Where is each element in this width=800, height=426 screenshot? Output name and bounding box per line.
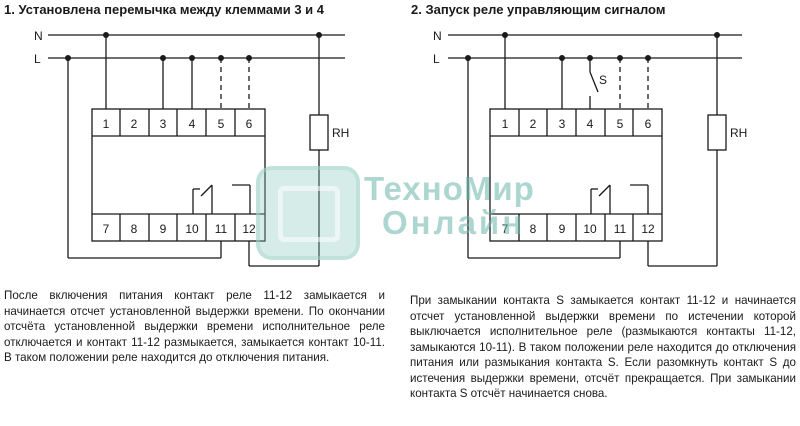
d2-terminal-4: 4 [587, 117, 594, 131]
diagram-2-title: 2. Запуск реле управляющим сигналом [411, 2, 666, 17]
watermark-line-2: Онлайн [382, 204, 526, 241]
d2-terminal-10: 10 [583, 222, 597, 236]
diagram-1-n-label: N [34, 29, 43, 43]
diagram-2-n-label: N [433, 29, 442, 43]
d1-terminal-6: 6 [246, 117, 253, 131]
d2-terminal-9: 9 [559, 222, 566, 236]
d1-terminal-2: 2 [131, 117, 138, 131]
d1-terminal-3: 3 [160, 117, 167, 131]
d1-terminal-1: 1 [103, 117, 110, 131]
d2-terminal-6: 6 [645, 117, 652, 131]
watermark: ТехноМир Онлайн [256, 160, 546, 260]
d1-terminal-5: 5 [218, 117, 225, 131]
diagram-1-title: 1. Установлена перемычка между клеммами … [4, 2, 325, 17]
d2-terminal-12: 12 [641, 222, 655, 236]
d2-terminal-8: 8 [530, 222, 537, 236]
d2-terminal-2: 2 [530, 117, 537, 131]
d2-terminal-3: 3 [559, 117, 566, 131]
diagram-2-description: При замыкании контакта S замыкается конт… [410, 294, 796, 400]
diagram-2-l-label: L [433, 52, 440, 66]
diagram-2-load-label: RH [730, 126, 747, 140]
d2-terminal-1: 1 [502, 117, 509, 131]
switch-s-label: S [599, 73, 607, 87]
watermark-line-1: ТехноМир [364, 170, 535, 207]
d1-terminal-7: 7 [103, 222, 110, 236]
d1-terminal-11: 11 [215, 222, 228, 236]
watermark-logo-icon [256, 166, 360, 260]
d1-terminal-12: 12 [242, 222, 256, 236]
diagram-1-description: После включения питания контакт реле 11-… [4, 289, 385, 364]
d2-terminal-11: 11 [614, 222, 627, 236]
d2-terminal-5: 5 [617, 117, 624, 131]
diagram-1-load-label: RH [332, 126, 349, 140]
d1-terminal-4: 4 [189, 117, 196, 131]
d1-terminal-8: 8 [131, 222, 138, 236]
d1-terminal-9: 9 [160, 222, 167, 236]
diagram-1-l-label: L [34, 52, 41, 66]
d2-terminal-7: 7 [502, 222, 509, 236]
d1-terminal-10: 10 [185, 222, 199, 236]
